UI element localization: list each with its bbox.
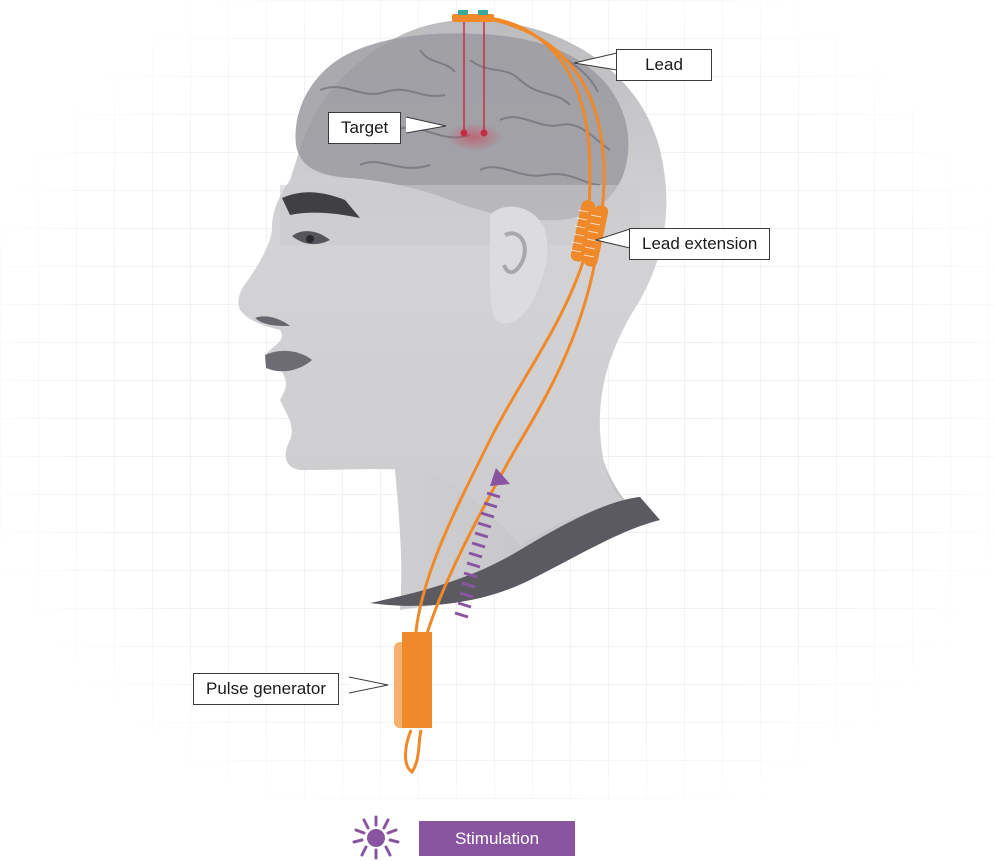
- pulse-generator-body: [402, 632, 432, 728]
- target-callout: Target: [328, 112, 401, 144]
- burr-hole-cap: [452, 14, 494, 22]
- lead-callout: Lead: [616, 49, 712, 81]
- stimulation-legend-label: Stimulation: [419, 821, 575, 856]
- target-glow: [446, 123, 502, 151]
- pulse-generator-callout: Pulse generator: [193, 673, 339, 705]
- target-point-left: [461, 130, 468, 137]
- target-point-right: [481, 130, 488, 137]
- lead-extension-callout: Lead extension: [629, 228, 770, 260]
